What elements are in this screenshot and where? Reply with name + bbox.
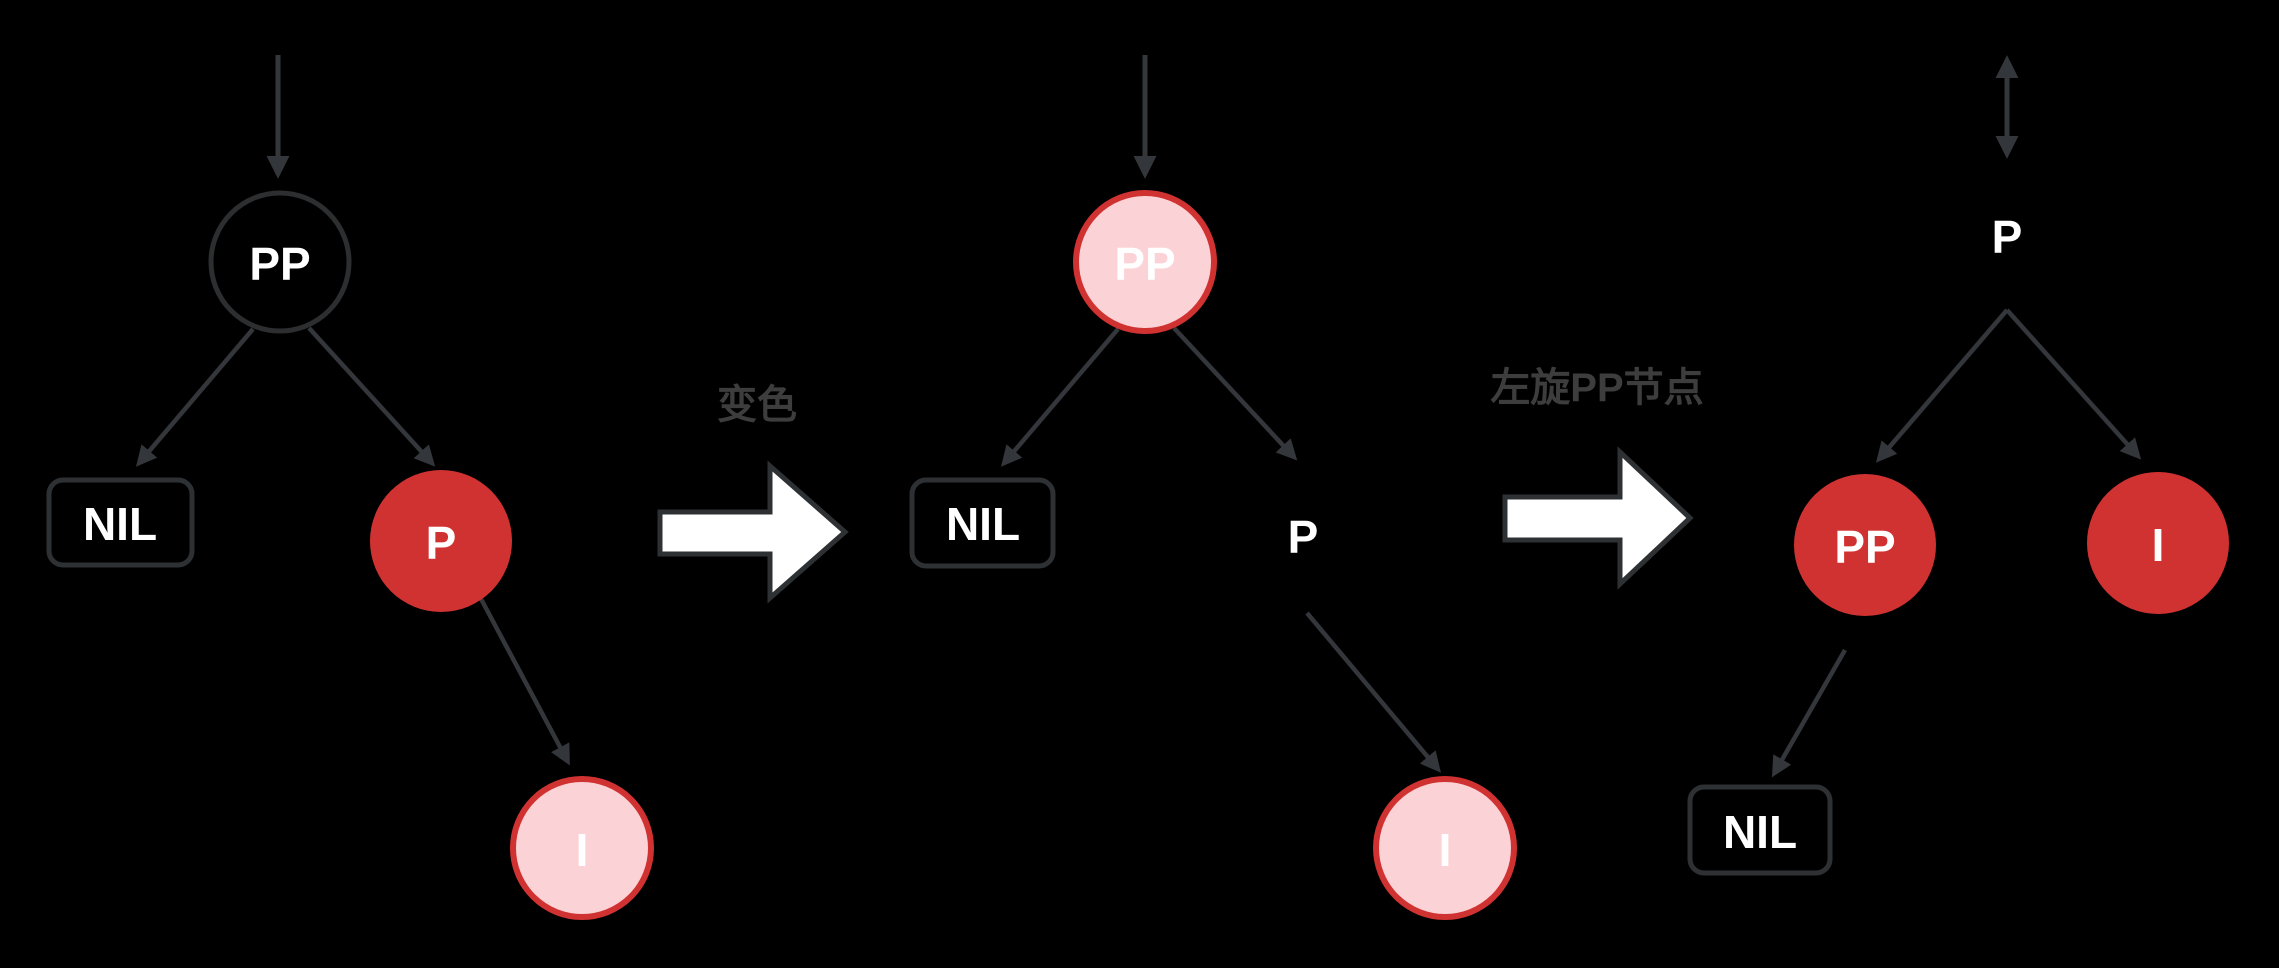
edge-pp-to-nil-3 xyxy=(1771,648,1847,778)
edge-pp-to-p-2 xyxy=(1172,326,1298,461)
nil-leaf-label-2: NIL xyxy=(946,498,1020,550)
node-i-pink xyxy=(510,776,654,920)
node-p-root-label: P xyxy=(1992,211,2023,263)
node-pp-label: PP xyxy=(249,238,310,290)
edge-p-to-i-2 xyxy=(1305,611,1441,773)
node-p-label: P xyxy=(426,517,457,569)
edge-p-to-i-1 xyxy=(478,595,570,766)
node-i-label: I xyxy=(576,824,589,876)
edge-p-to-pp-3 xyxy=(1875,308,2009,463)
node-p-red xyxy=(370,470,512,612)
edge-p-to-i-3 xyxy=(2005,308,2142,460)
node-i-label-3: I xyxy=(2152,519,2165,571)
edge-pp-to-nil-2 xyxy=(1000,327,1120,467)
nil-leaf-box-3 xyxy=(1687,784,1833,876)
node-pp-label-2: PP xyxy=(1114,238,1175,290)
edge-pp-to-p-1 xyxy=(307,326,436,467)
node-pp-black xyxy=(208,190,352,334)
tree-recolored: PP NIL P I xyxy=(909,55,1517,920)
nil-leaf-box-2 xyxy=(909,477,1056,569)
node-i-label-2: I xyxy=(1439,824,1452,876)
transition-recolor-label: 变色 xyxy=(717,383,797,427)
node-pp-label-3: PP xyxy=(1834,521,1895,573)
node-i-red xyxy=(2087,472,2229,614)
nil-leaf-box-1 xyxy=(46,477,195,568)
big-right-arrow-icon-2 xyxy=(1502,446,1694,590)
node-pp-pink xyxy=(1073,190,1217,334)
nil-leaf-label-3: NIL xyxy=(1723,806,1797,858)
big-right-arrow-icon-1 xyxy=(657,460,849,604)
node-pp-red xyxy=(1794,474,1936,616)
nil-leaf-label-1: NIL xyxy=(83,498,157,550)
node-p-black-label: P xyxy=(1288,511,1319,563)
edge-pp-to-nil-1 xyxy=(135,327,255,467)
tree-initial: PP NIL P I xyxy=(46,55,654,920)
transition-left-rotate-label: 左旋PP节点 xyxy=(1490,366,1703,410)
node-i-pink-2 xyxy=(1373,776,1517,920)
tree-rotated: P PP I NIL xyxy=(1687,55,2229,876)
transition-left-rotate: 左旋PP节点 xyxy=(1490,366,1704,590)
transition-recolor: 变色 xyxy=(657,383,849,604)
